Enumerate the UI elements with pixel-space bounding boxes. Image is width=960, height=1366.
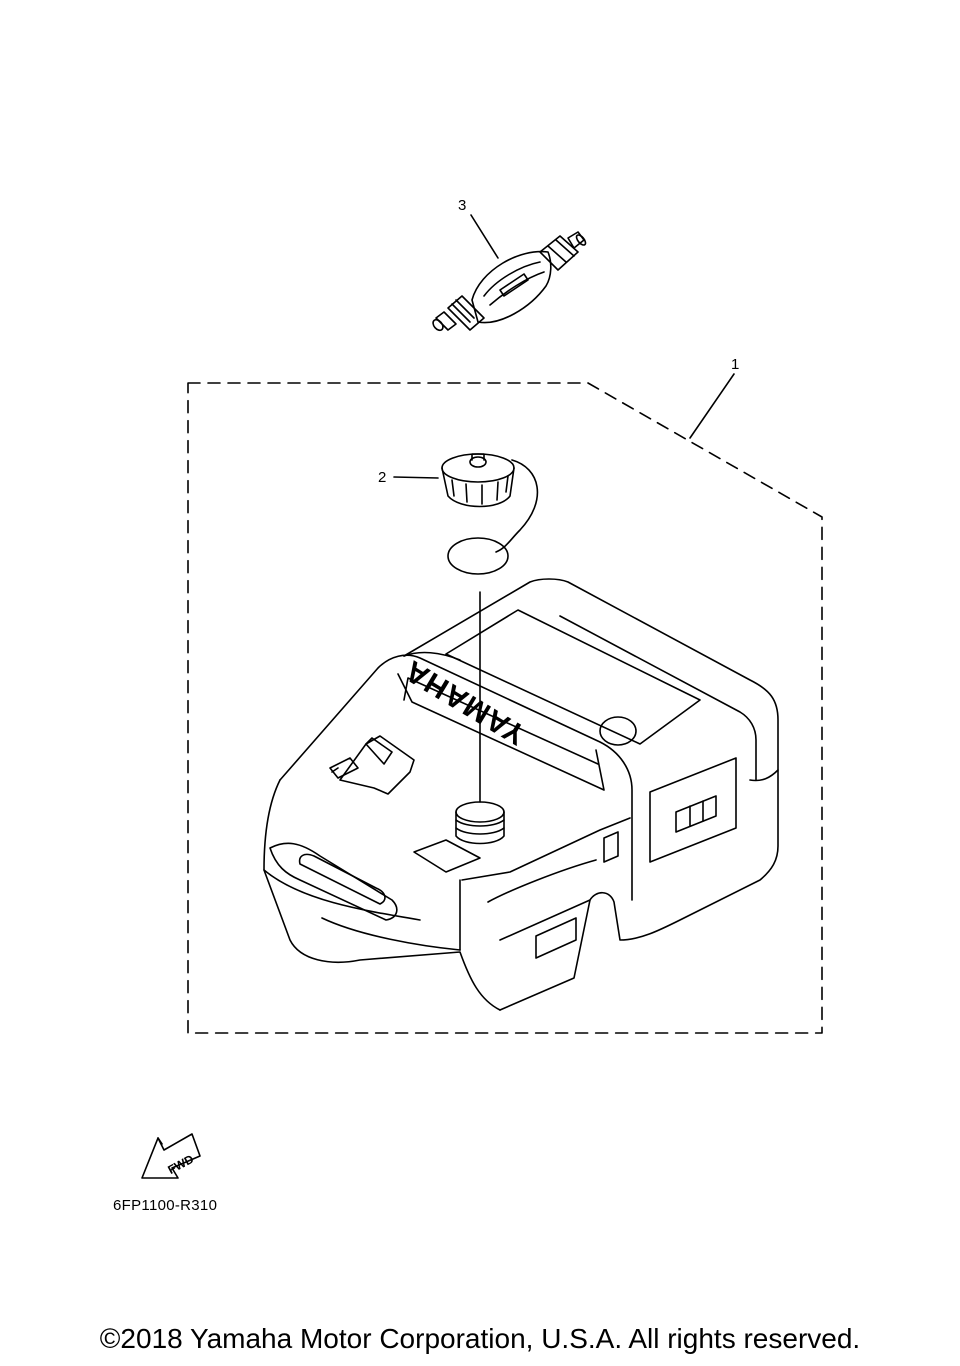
fwd-arrow-icon xyxy=(141,1133,201,1179)
callout-2[interactable]: 2 xyxy=(378,469,386,486)
callout-1-leader xyxy=(689,373,735,439)
tank-logo: YAMAHA xyxy=(399,653,532,751)
callout-1[interactable]: 1 xyxy=(731,356,739,373)
fuel-tank[interactable]: YAMAHA xyxy=(263,578,779,1011)
fuel-cap[interactable] xyxy=(441,453,539,553)
kit-boundary xyxy=(187,382,823,1034)
diagram-code: 6FP1100-R310 xyxy=(113,1197,218,1214)
copyright-notice: ©2018 Yamaha Motor Corporation, U.S.A. A… xyxy=(99,1323,861,1354)
cap-strap-ring xyxy=(447,537,509,575)
primer-bulb[interactable] xyxy=(431,231,587,332)
callout-3[interactable]: 3 xyxy=(458,197,466,214)
filler-neck xyxy=(455,801,505,845)
fuel-connector xyxy=(329,735,415,795)
callout-3-leader xyxy=(470,214,499,259)
fwd-arrow-label: FWD xyxy=(165,1152,196,1177)
callout-2-leader xyxy=(393,476,439,479)
